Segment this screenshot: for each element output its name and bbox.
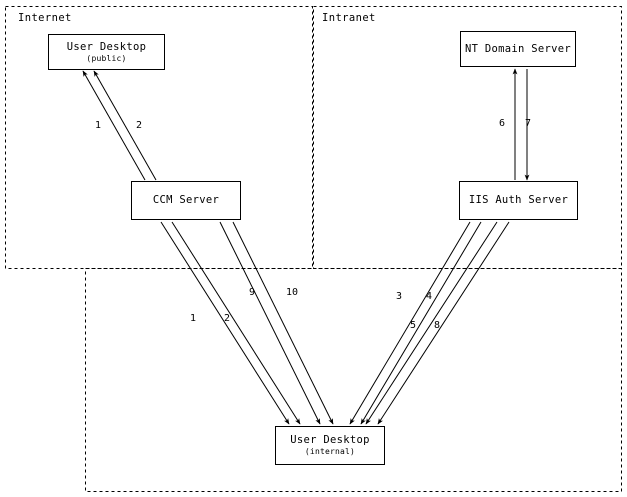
node-title-nt-domain-server: NT Domain Server: [465, 42, 571, 55]
node-user-desktop-public[interactable]: User Desktop (public): [48, 34, 165, 70]
node-title-user-desktop-public: User Desktop: [66, 40, 147, 53]
node-user-desktop-internal[interactable]: User Desktop (internal): [275, 426, 385, 465]
flow-line-5: [365, 221, 498, 425]
step-label-3: 3: [396, 291, 403, 302]
node-subtitle-user-desktop-public: (public): [86, 53, 127, 63]
flow-line-1-public: [82, 70, 146, 181]
node-subtitle-user-desktop-internal: (internal): [304, 447, 356, 457]
step-label-1-public: 1: [95, 120, 102, 131]
node-title-user-desktop-internal: User Desktop: [290, 434, 370, 447]
flow-line-4: [360, 221, 482, 425]
node-title-iis-auth-server: IIS Auth Server: [468, 194, 569, 207]
flow-line-3: [349, 221, 471, 425]
node-iis-auth-server[interactable]: IIS Auth Server: [459, 181, 578, 220]
flow-line-2-public: [93, 70, 157, 181]
step-label-5: 5: [410, 320, 417, 331]
zone-label-internet: Internet: [18, 12, 72, 24]
step-label-10: 10: [286, 287, 299, 298]
zone-label-intranet: Intranet: [322, 12, 376, 24]
step-label-9: 9: [249, 287, 256, 298]
step-label-1-internal: 1: [190, 313, 197, 324]
step-label-6: 6: [499, 118, 506, 129]
zone-borders: [5, 6, 622, 492]
flow-line-10: [232, 221, 334, 425]
flow-line-1-internal: [160, 221, 290, 425]
zone-intranet-border: [313, 6, 622, 269]
step-label-2-public: 2: [136, 120, 143, 131]
node-ccm-server[interactable]: CCM Server: [131, 181, 241, 220]
step-label-7: 7: [525, 118, 532, 129]
zone-internal-border: [85, 268, 622, 492]
flow-line-8: [377, 221, 510, 425]
flow-connectors: [82, 68, 530, 425]
node-nt-domain-server[interactable]: NT Domain Server: [460, 31, 576, 67]
node-title-ccm-server: CCM Server: [152, 194, 220, 207]
flow-line-2-internal: [171, 221, 301, 425]
step-label-8: 8: [434, 320, 441, 331]
step-label-4: 4: [426, 291, 433, 302]
flow-line-9: [219, 221, 321, 425]
step-label-2-internal: 2: [224, 313, 231, 324]
